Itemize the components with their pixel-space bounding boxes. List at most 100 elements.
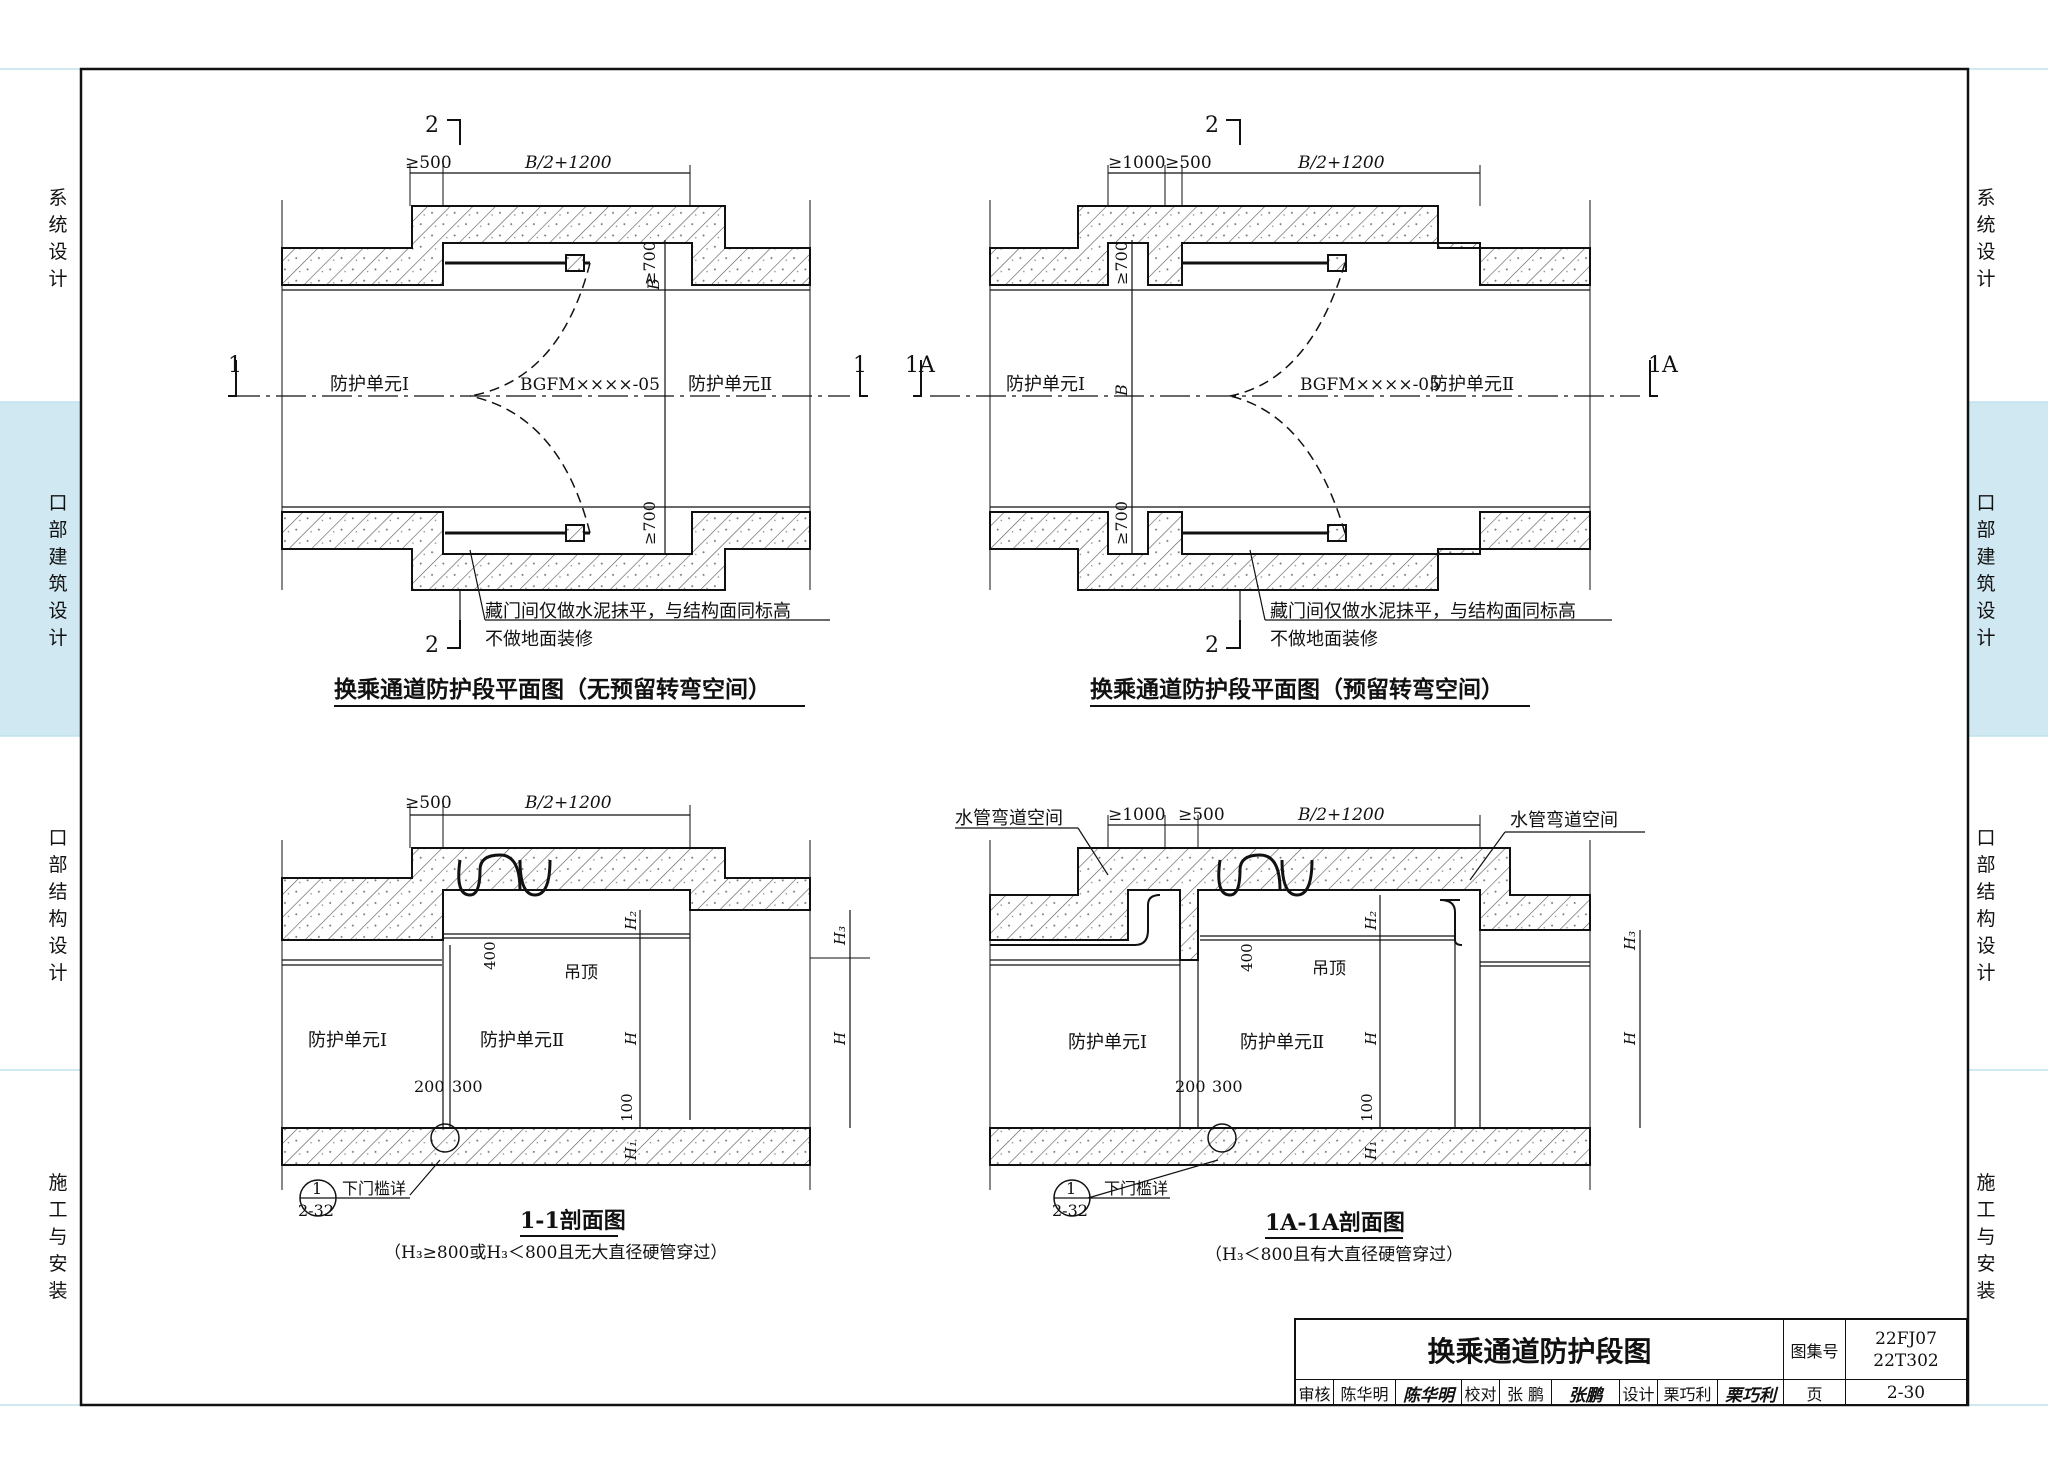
wall-bottom [281,511,811,591]
plan-left-section-2-top: 2 [425,113,439,138]
title-block-atlas-no-1: 22FJ07 [1875,1328,1937,1349]
plan-left-door-code: BGFM××××-05 [520,375,660,395]
plan-left-note-2: 不做地面装修 [485,629,593,650]
title-block-design-label: 设计 [1620,1380,1658,1406]
side-tab-right-construct[interactable]: 施工与安装 [1976,1172,1996,1302]
section-left-dim-100: 100 [618,1093,636,1122]
plan-right-door-code: BGFM××××-05 [1300,375,1440,395]
section-left-dim-b: B/2+1200 [524,793,612,813]
title-block-atlas-label: 图集号 [1784,1320,1846,1380]
plan-left-unit-right: 防护单元Ⅱ [688,374,772,395]
side-tab-left-construct[interactable]: 施工与安装 [48,1172,68,1302]
section-left-detail-label: 下门槛详 [342,1179,406,1198]
plan-right-dim-c: ≥1000 [1108,153,1166,173]
plan-right-unit-right: 防护单元Ⅱ [1430,374,1514,395]
section-left-detail-bottom: 2-32 [298,1201,334,1220]
section-right-dim-H: H [1362,1031,1380,1046]
title-block-drawing-title: 换乘通道防护段图 [1296,1320,1784,1380]
plan-right-note-2: 不做地面装修 [1270,629,1378,650]
plan-left-dim-side-bottom: ≥700 [640,501,659,545]
section-right-unit-left: 防护单元Ⅰ [1068,1032,1147,1053]
section-left-unit-left: 防护单元Ⅰ [308,1030,387,1051]
plan-right-section-1-right: 1A [1648,353,1679,378]
section-left-dim-300: 300 [452,1077,483,1096]
side-tab-right-arch[interactable]: 口部建筑设计 [1976,492,1996,649]
plan-right-title: 换乘通道防护段平面图（预留转弯空间） [1090,676,1504,703]
section-left-dim-a: ≥500 [405,793,452,813]
title-block-atlas-no-2: 22T302 [1873,1350,1939,1371]
title-block-checker-signature: 张鹏 [1552,1380,1620,1406]
section-right-dim-400: 400 [1238,943,1256,972]
title-block-reviewer-signature: 陈华明 [1396,1380,1462,1406]
plan-left-unit-left: 防护单元Ⅰ [330,374,409,395]
section-right-subtitle: （H₃＜800且有大直径硬管穿过） [1205,1245,1463,1265]
title-block-reviewer: 陈华明 [1334,1380,1396,1406]
title-block-check-label: 校对 [1462,1380,1500,1406]
side-tab-left-arch[interactable]: 口部建筑设计 [48,492,68,649]
plan-left-dim-B: B [644,278,663,291]
section-right-dim-H2: H₂ [1362,911,1380,931]
section-right-detail-top: 1 [1066,1179,1076,1198]
section-right-dim-a: ≥500 [1178,805,1225,825]
plan-right-section-2-bottom: 2 [1205,633,1219,658]
title-block-review-label: 审核 [1296,1380,1334,1406]
section-left-dim-400: 400 [481,941,499,970]
plan-right-section-1-left: 1A [905,353,936,378]
plan-left-section-1-left: 1 [228,353,242,378]
section-right-dim-c: ≥1000 [1108,805,1166,825]
section-right-pipe-left: 水管弯道空间 [955,808,1063,829]
plan-left-dim-b: B/2+1200 [524,153,612,173]
section-left-subtitle: （H₃≥800或H₃＜800且无大直径硬管穿过） [384,1243,727,1263]
section-right [955,815,1645,1217]
plan-right-dim-side-top: ≥700 [1112,241,1131,285]
section-right-unit-right: 防护单元Ⅱ [1240,1032,1324,1053]
section-right-dim-200: 200 [1175,1077,1206,1096]
section-right-dim-H1: H₁ [1362,1141,1380,1161]
plan-left-section-1-right: 1 [853,353,867,378]
title-block-designer-signature: 栗巧利 [1718,1380,1784,1406]
title-block-designer: 栗巧利 [1658,1380,1718,1406]
side-tab-right-system[interactable]: 系统设计 [1976,187,1996,290]
section-right-pipe-right: 水管弯道空间 [1510,810,1618,831]
section-right-detail-bottom: 2-32 [1052,1201,1088,1220]
section-left-title: 1-1剖面图 [520,1208,626,1234]
section-left-dim-H1: H₁ [622,1141,640,1161]
plan-left-note-1: 藏门间仅做水泥抹平，与结构面同标高 [485,601,791,622]
plan-left-dim-a: ≥500 [405,153,452,173]
section-left [281,805,870,1217]
plan-right-section-2-top: 2 [1205,113,1219,138]
section-right-dim-H3: H₃ [1621,931,1639,951]
section-right-dim-H-right: H [1621,1031,1639,1046]
plan-right-dim-B: B [1112,384,1131,397]
sheet-frame [79,67,1970,1407]
title-block: 换乘通道防护段图 图集号 22FJ07 22T302 审核 陈华明 陈华明 校对… [1294,1318,1968,1406]
plan-left-section-2-bottom: 2 [425,633,439,658]
section-left-dim-H-right: H [831,1031,849,1046]
section-left-detail-top: 1 [312,1179,322,1198]
title-block-page-label: 页 [1784,1380,1846,1406]
section-right-dim-100: 100 [1358,1093,1376,1122]
plan-right-note-1: 藏门间仅做水泥抹平，与结构面同标高 [1270,601,1576,622]
section-left-dim-H: H [622,1031,640,1046]
section-left-unit-right: 防护单元Ⅱ [480,1030,564,1051]
section-right-detail-label: 下门槛详 [1104,1179,1168,1198]
section-left-ceiling: 吊顶 [564,963,598,983]
plan-right-unit-left: 防护单元Ⅰ [1006,374,1085,395]
section-right-ceiling: 吊顶 [1312,959,1346,979]
wall-top [281,205,811,286]
plan-right-dim-a: ≥500 [1165,153,1212,173]
section-right-dim-300: 300 [1212,1077,1243,1096]
section-right-dim-b: B/2+1200 [1297,805,1385,825]
side-tab-left-system[interactable]: 系统设计 [48,187,68,290]
plan-left [228,119,868,649]
section-left-dim-H2: H₂ [622,911,640,931]
side-tab-left-struct[interactable]: 口部结构设计 [48,827,68,984]
plan-left-title: 换乘通道防护段平面图（无预留转弯空间） [334,676,771,703]
side-tab-right-struct[interactable]: 口部结构设计 [1976,827,1996,984]
title-block-page-no: 2-30 [1886,1383,1926,1403]
side-band-left-active [0,402,80,736]
title-block-checker: 张 鹏 [1500,1380,1552,1406]
section-right-title: 1A-1A剖面图 [1265,1210,1405,1236]
side-band-right-active [1968,402,2048,736]
